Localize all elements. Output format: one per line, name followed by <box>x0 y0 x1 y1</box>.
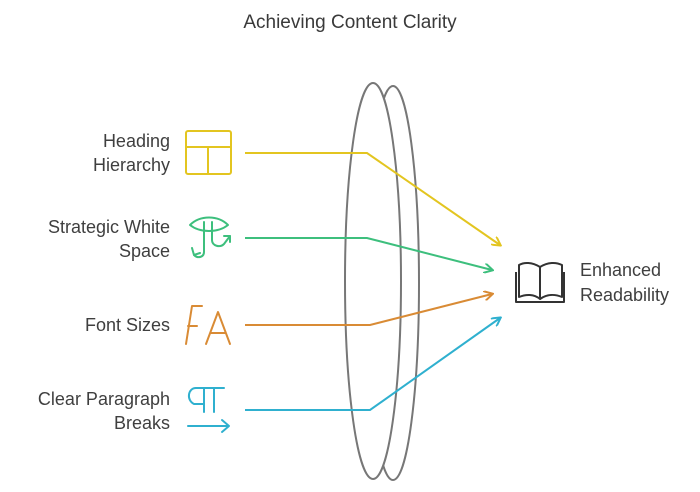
input-label-strategic-white-space: Strategic White Space <box>0 215 170 263</box>
split-arrows-icon <box>189 216 231 259</box>
input-label-clear-paragraph-breaks: Clear Paragraph Breaks <box>0 387 170 435</box>
paragraph-icon <box>187 387 230 433</box>
label-line: Readability <box>580 285 670 305</box>
connector-yellow <box>245 152 500 245</box>
label-line: Hierarchy <box>92 155 170 175</box>
input-label-heading-hierarchy: Heading Hierarchy <box>0 129 170 177</box>
layout-icon <box>185 130 232 175</box>
label-line: Enhanced <box>580 260 662 280</box>
book-icon <box>515 261 565 303</box>
connector-green <box>245 237 492 270</box>
label-line: Breaks <box>113 413 170 433</box>
input-label-font-sizes: Font Sizes <box>0 313 170 337</box>
label-line: Clear Paragraph <box>37 389 170 409</box>
connector-blue <box>245 318 500 411</box>
diagram-title: Achieving Content Clarity <box>243 12 457 33</box>
label-line: Space <box>118 241 170 261</box>
output-label-enhanced-readability: Enhanced Readability <box>580 258 669 308</box>
lens-shape <box>344 82 420 481</box>
label-line: Heading <box>102 131 170 151</box>
label-line: Font Sizes <box>84 315 170 335</box>
connector-orange <box>245 294 492 326</box>
font-icon <box>185 305 231 345</box>
label-line: Strategic White <box>47 217 170 237</box>
